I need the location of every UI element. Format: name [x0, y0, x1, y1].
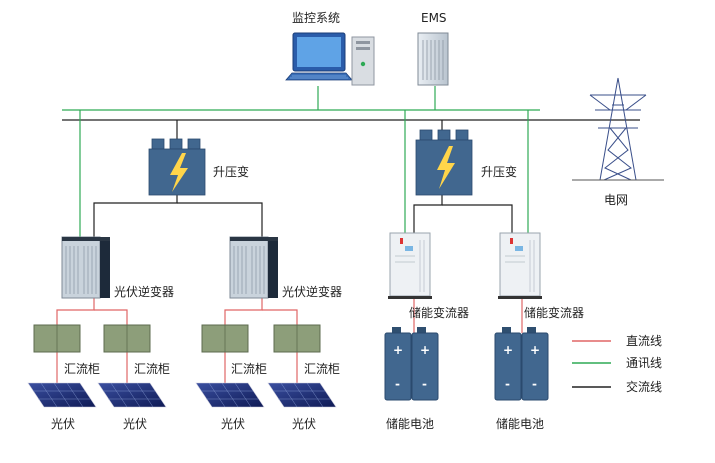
pv-2-label: 光伏	[123, 417, 148, 431]
pv-panel-3-icon	[195, 382, 265, 408]
combiner-box-4-label: 汇流柜	[304, 362, 341, 376]
battery-2b-plus: +	[530, 343, 541, 357]
ac-bus	[62, 119, 590, 237]
transformer-right-label: 升压变	[481, 165, 518, 179]
combiner-box-3-label: 汇流柜	[231, 362, 268, 376]
transformer-left-label: 升压变	[213, 165, 250, 179]
transformer-right-icon	[415, 129, 473, 196]
ems-label: EMS	[421, 11, 447, 25]
combiner-boxes	[33, 324, 321, 353]
grid-tower-icon	[572, 77, 664, 181]
battery-2a-minus: -	[505, 377, 510, 391]
battery-2-icon	[494, 327, 549, 401]
pv-panel-2-icon	[97, 382, 167, 408]
battery-1b-minus: -	[422, 377, 427, 391]
combiner-box-2-label: 汇流柜	[134, 362, 171, 376]
pv-panels	[27, 382, 337, 408]
comm-lines	[62, 86, 540, 237]
battery-1-icon	[384, 327, 439, 401]
pv-panel-4-icon	[267, 382, 337, 408]
pv-inverter-2-icon	[229, 236, 278, 299]
grid-label: 电网	[604, 193, 629, 207]
pv-3-label: 光伏	[221, 417, 246, 431]
legend-comm-label: 通讯线	[626, 356, 663, 370]
battery-1a-minus: -	[395, 377, 400, 391]
pv-inverter-1-icon	[61, 236, 110, 299]
transformer-left-icon	[148, 138, 206, 196]
pcs-1-label: 储能变流器	[409, 306, 470, 320]
pcs-2-icon	[498, 232, 542, 299]
legend-ac-label: 交流线	[626, 380, 663, 394]
battery-2-label: 储能电池	[496, 417, 545, 431]
pcs-1-icon	[388, 232, 432, 299]
battery-1a-plus: +	[393, 343, 404, 357]
battery-2a-plus: +	[503, 343, 514, 357]
dc-lines	[56, 298, 523, 383]
ems-cabinet-icon	[417, 32, 449, 86]
pv-panel-1-icon	[27, 382, 97, 408]
battery-2b-minus: -	[532, 377, 537, 391]
combiner-box-1-label: 汇流柜	[64, 362, 101, 376]
monitor-computer-icon	[285, 32, 375, 86]
monitor-label: 监控系统	[292, 11, 341, 25]
legend-dc-label: 直流线	[626, 334, 663, 348]
pcs-2-label: 储能变流器	[524, 306, 585, 320]
pv-inverter-2-label: 光伏逆变器	[282, 285, 343, 299]
battery-1-label: 储能电池	[386, 417, 435, 431]
pv-1-label: 光伏	[51, 417, 76, 431]
legend-swatches	[572, 340, 611, 388]
pv-4-label: 光伏	[292, 417, 317, 431]
battery-1b-plus: +	[420, 343, 431, 357]
pv-inverter-1-label: 光伏逆变器	[114, 285, 175, 299]
